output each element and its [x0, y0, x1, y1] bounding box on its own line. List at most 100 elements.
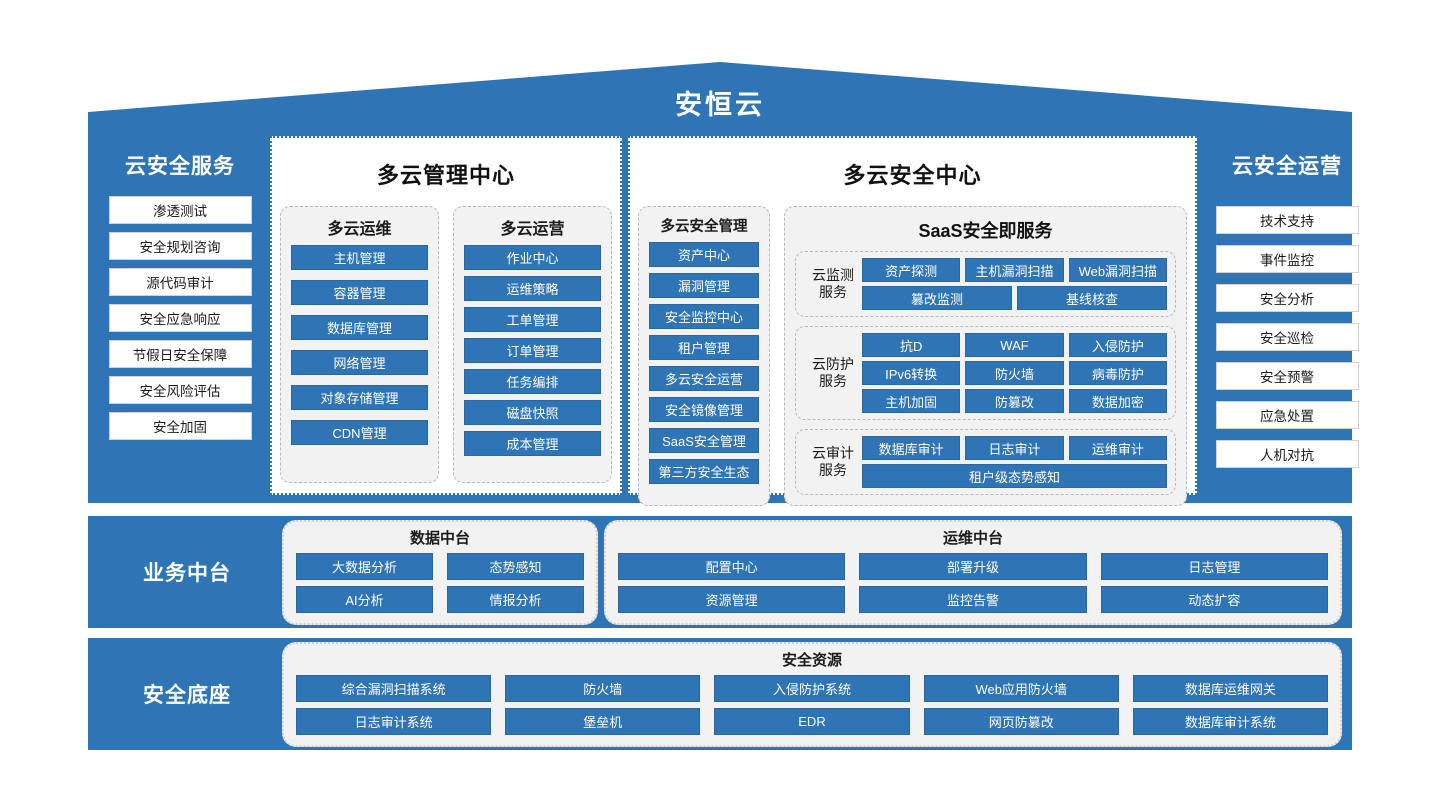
chip-asset-center[interactable]: 资产中心: [649, 242, 759, 267]
chip-asset-discovery[interactable]: 资产探测: [862, 258, 961, 282]
sidebar-item-source-code-audit[interactable]: 源代码审计: [108, 268, 252, 296]
left-sidebar: 云安全服务 渗透测试 安全规划咨询 源代码审计 安全应急响应 节假日安全保障 安…: [96, 136, 264, 495]
right-sidebar: 云安全运营 技术支持 事件监控 安全分析 安全巡检 安全预警 应急处置 人机对抗: [1203, 136, 1371, 495]
chip-database-audit-system[interactable]: 数据库审计系统: [1132, 707, 1328, 735]
chip-antivirus[interactable]: 病毒防护: [1068, 361, 1167, 385]
chip-intrusion-prevention[interactable]: 入侵防护: [1068, 333, 1167, 357]
chip-ticket-management[interactable]: 工单管理: [464, 307, 601, 332]
sidebar-item-risk-assessment[interactable]: 安全风险评估: [108, 376, 252, 404]
group-cloud-audit-label: 云审计 服务: [812, 445, 854, 478]
group-cloud-audit-service: 云审计 服务 数据库审计 日志审计 运维审计 租户级态势感知: [795, 429, 1176, 495]
sidebar-item-emergency-response[interactable]: 安全应急响应: [108, 304, 252, 332]
sidebar-item-security-analysis[interactable]: 安全分析: [1215, 284, 1359, 312]
card-security-management-title: 多云安全管理: [660, 219, 748, 235]
chip-web-tamper-protection[interactable]: 网页防篡改: [923, 707, 1119, 735]
card-multicloud-operations: 多云运营 作业中心 运维策略 工单管理 订单管理 任务编排 磁盘快照 成本管理: [453, 206, 612, 483]
sidebar-item-security-inspection[interactable]: 安全巡检: [1215, 323, 1359, 351]
chip-resource-management[interactable]: 资源管理: [618, 585, 846, 613]
chip-object-storage-management[interactable]: 对象存储管理: [291, 385, 428, 410]
chip-firewall[interactable]: 防火墙: [965, 361, 1064, 385]
business-platform-band: 业务中台 数据中台 大数据分析 态势感知 AI分析 情报分析 运维中台 配置中心…: [88, 516, 1352, 628]
chip-situational-awareness[interactable]: 态势感知: [447, 552, 584, 580]
chip-disk-snapshot[interactable]: 磁盘快照: [464, 400, 601, 425]
sidebar-item-event-monitoring[interactable]: 事件监控: [1215, 245, 1359, 273]
chip-multicloud-security-operations[interactable]: 多云安全运营: [649, 366, 759, 391]
chip-web-application-firewall[interactable]: Web应用防火墙: [923, 674, 1119, 702]
saas-title: SaaS安全即服务: [918, 221, 1053, 241]
chip-cdn-management[interactable]: CDN管理: [291, 420, 428, 445]
card-multicloud-security-management: 多云安全管理 资产中心 漏洞管理 安全监控中心 租户管理 多云安全运营 安全镜像…: [638, 206, 770, 506]
chip-saas-security-management[interactable]: SaaS安全管理: [649, 428, 759, 453]
chip-database-audit[interactable]: 数据库审计: [862, 436, 961, 460]
chip-anti-ddos[interactable]: 抗D: [862, 333, 961, 357]
chip-anti-tamper[interactable]: 防篡改: [965, 389, 1064, 413]
multicloud-management-center: 多云管理中心 多云运维 主机管理 容器管理 数据库管理 网络管理 对象存储管理 …: [270, 136, 622, 495]
chip-data-encryption[interactable]: 数据加密: [1068, 389, 1167, 413]
security-base-band: 安全底座 安全资源 综合漏洞扫描系统 防火墙 入侵防护系统 Web应用防火墙 数…: [88, 638, 1352, 750]
sidebar-item-security-planning[interactable]: 安全规划咨询: [108, 232, 252, 260]
chip-monitoring-alarm[interactable]: 监控告警: [859, 585, 1087, 613]
chip-tenant-situational-awareness[interactable]: 租户级态势感知: [862, 464, 1167, 488]
chip-ops-audit[interactable]: 运维审计: [1068, 436, 1167, 460]
left-sidebar-title: 云安全服务: [125, 155, 235, 178]
card-security-resources-title: 安全资源: [781, 651, 842, 669]
chip-order-management[interactable]: 订单管理: [464, 338, 601, 363]
chip-bastion-host[interactable]: 堡垒机: [505, 707, 701, 735]
chip-waf[interactable]: WAF: [965, 333, 1064, 357]
chip-vulnerability-management[interactable]: 漏洞管理: [649, 273, 759, 298]
sidebar-item-emergency-handling[interactable]: 应急处置: [1215, 401, 1359, 429]
chip-intelligence-analysis[interactable]: 情报分析: [447, 585, 584, 613]
chip-log-audit[interactable]: 日志审计: [965, 436, 1064, 460]
group-cloud-monitoring-service: 云监测 服务 资产探测 主机漏洞扫描 Web漏洞扫描 篡改监测 基线核查: [795, 251, 1176, 317]
mgmt-center-title: 多云管理中心: [376, 163, 515, 188]
sidebar-item-human-machine-confrontation[interactable]: 人机对抗: [1215, 440, 1359, 468]
group-cloud-protection-label: 云防护 服务: [812, 356, 854, 389]
chip-config-center[interactable]: 配置中心: [618, 552, 846, 580]
chip-container-management[interactable]: 容器管理: [291, 280, 428, 305]
chip-tenant-management[interactable]: 租户管理: [649, 335, 759, 360]
sidebar-item-holiday-assurance[interactable]: 节假日安全保障: [108, 340, 252, 368]
chip-web-vuln-scan[interactable]: Web漏洞扫描: [1068, 258, 1167, 282]
chip-ai-analysis[interactable]: AI分析: [296, 585, 433, 613]
chip-host-management[interactable]: 主机管理: [291, 245, 428, 270]
chip-baseline-check[interactable]: 基线核查: [1017, 286, 1167, 310]
chip-job-center[interactable]: 作业中心: [464, 245, 601, 270]
chip-log-management[interactable]: 日志管理: [1100, 552, 1328, 580]
chip-ipv6-conversion[interactable]: IPv6转换: [862, 361, 961, 385]
chip-tamper-monitoring[interactable]: 篡改监测: [862, 286, 1012, 310]
chip-cost-management[interactable]: 成本管理: [464, 431, 601, 456]
sidebar-item-penetration-test[interactable]: 渗透测试: [108, 196, 252, 224]
business-platform-label: 业务中台: [143, 562, 231, 585]
chip-security-monitoring-center[interactable]: 安全监控中心: [649, 304, 759, 329]
chip-third-party-security-ecosystem[interactable]: 第三方安全生态: [649, 459, 759, 484]
card-saas-security-as-a-service: SaaS安全即服务 云监测 服务 资产探测 主机漏洞扫描 Web漏洞扫描 篡改监…: [784, 206, 1187, 506]
card-security-resources: 安全资源 综合漏洞扫描系统 防火墙 入侵防护系统 Web应用防火墙 数据库运维网…: [282, 641, 1342, 747]
chip-deploy-upgrade[interactable]: 部署升级: [859, 552, 1087, 580]
card-multicloud-operations-title: 多云运营: [500, 221, 565, 238]
chip-database-ops-gateway[interactable]: 数据库运维网关: [1132, 674, 1328, 702]
security-center-title: 多云安全中心: [843, 163, 982, 188]
card-multicloud-ops: 多云运维 主机管理 容器管理 数据库管理 网络管理 对象存储管理 CDN管理: [280, 206, 439, 483]
chip-dynamic-scaling[interactable]: 动态扩容: [1100, 585, 1328, 613]
chip-network-management[interactable]: 网络管理: [291, 350, 428, 375]
chip-ops-policy[interactable]: 运维策略: [464, 276, 601, 301]
chip-integrated-vuln-scan-system[interactable]: 综合漏洞扫描系统: [296, 674, 492, 702]
chip-firewall-appliance[interactable]: 防火墙: [505, 674, 701, 702]
sidebar-item-security-early-warning[interactable]: 安全预警: [1215, 362, 1359, 390]
card-ops-platform: 运维中台 配置中心 部署升级 日志管理 资源管理 监控告警 动态扩容: [604, 519, 1342, 625]
group-cloud-monitoring-label: 云监测 服务: [812, 267, 854, 300]
chip-log-audit-system[interactable]: 日志审计系统: [296, 707, 492, 735]
sidebar-item-technical-support[interactable]: 技术支持: [1215, 206, 1359, 234]
chip-intrusion-prevention-system[interactable]: 入侵防护系统: [714, 674, 910, 702]
chip-secure-image-management[interactable]: 安全镜像管理: [649, 397, 759, 422]
roof-banner: 安恒云: [88, 62, 1352, 128]
security-base-label: 安全底座: [143, 684, 231, 707]
chip-host-vuln-scan[interactable]: 主机漏洞扫描: [965, 258, 1064, 282]
chip-big-data-analysis[interactable]: 大数据分析: [296, 552, 433, 580]
chip-host-hardening[interactable]: 主机加固: [862, 389, 961, 413]
chip-task-orchestration[interactable]: 任务编排: [464, 369, 601, 394]
sidebar-item-security-hardening[interactable]: 安全加固: [108, 412, 252, 440]
card-ops-platform-title: 运维中台: [942, 529, 1003, 547]
chip-database-management[interactable]: 数据库管理: [291, 315, 428, 340]
chip-edr[interactable]: EDR: [714, 707, 910, 735]
